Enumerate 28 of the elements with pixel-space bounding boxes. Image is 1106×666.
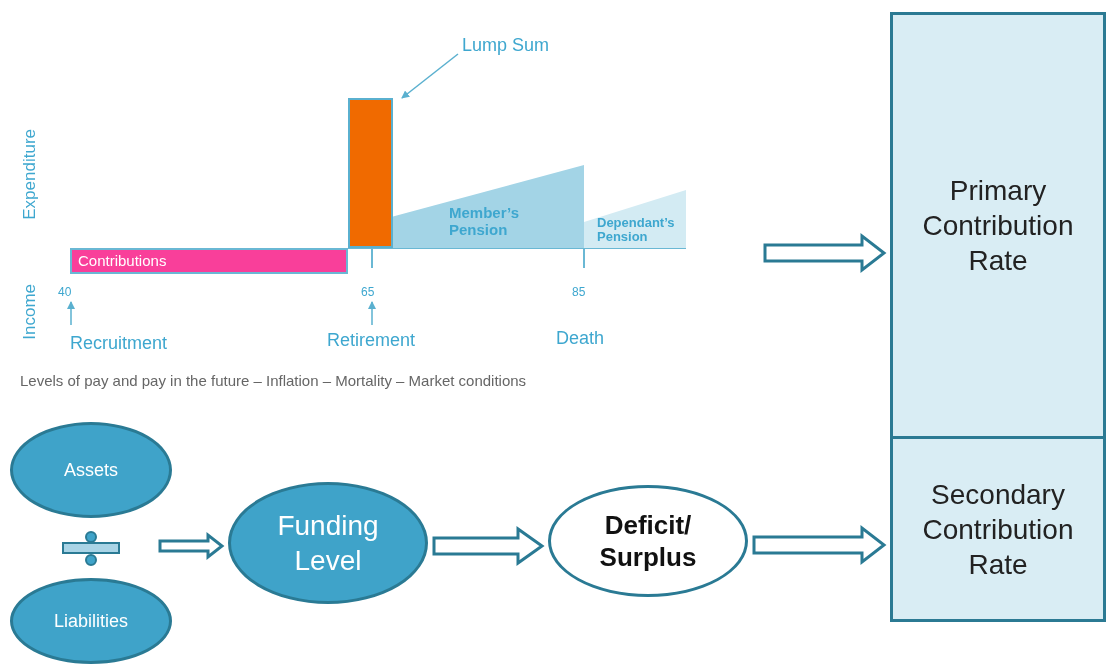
node-label: Funding Level bbox=[276, 509, 380, 578]
area-label: Dependant’s Pension bbox=[597, 216, 676, 245]
block-arrow bbox=[158, 531, 225, 561]
node-label: Primary Contribution Rate bbox=[921, 174, 1075, 278]
lump-sum-bar bbox=[348, 98, 393, 248]
node-label: Deficit/ Surplus bbox=[598, 508, 698, 574]
note-text: Levels of pay and pay in the future – Inflation – Mortality – Market conditions bbox=[20, 372, 527, 389]
block-arrow bbox=[752, 524, 887, 566]
rate-box bbox=[890, 436, 1106, 622]
age-label: 65 bbox=[361, 285, 375, 299]
node-label: Contributions bbox=[77, 251, 168, 271]
event-label: Death bbox=[556, 328, 605, 349]
area-label: Member’s Pension bbox=[449, 205, 521, 238]
node-label: Assets bbox=[64, 458, 118, 482]
axis-label: Income bbox=[20, 284, 40, 340]
block-arrow bbox=[432, 526, 545, 566]
node-label: Secondary Contribution Rate bbox=[921, 477, 1075, 582]
event-label: Recruitment bbox=[70, 333, 168, 354]
callout-label: Lump Sum bbox=[462, 35, 550, 56]
age-label: 40 bbox=[58, 285, 72, 299]
leader-line bbox=[401, 53, 459, 99]
node-label: Liabilities bbox=[53, 609, 128, 633]
contributions-bar bbox=[70, 248, 348, 274]
age-label: 85 bbox=[572, 285, 586, 299]
rate-box bbox=[890, 12, 1106, 439]
event-label: Retirement bbox=[327, 330, 416, 351]
block-arrow bbox=[763, 232, 887, 274]
axis-label: Expenditure bbox=[20, 129, 40, 220]
